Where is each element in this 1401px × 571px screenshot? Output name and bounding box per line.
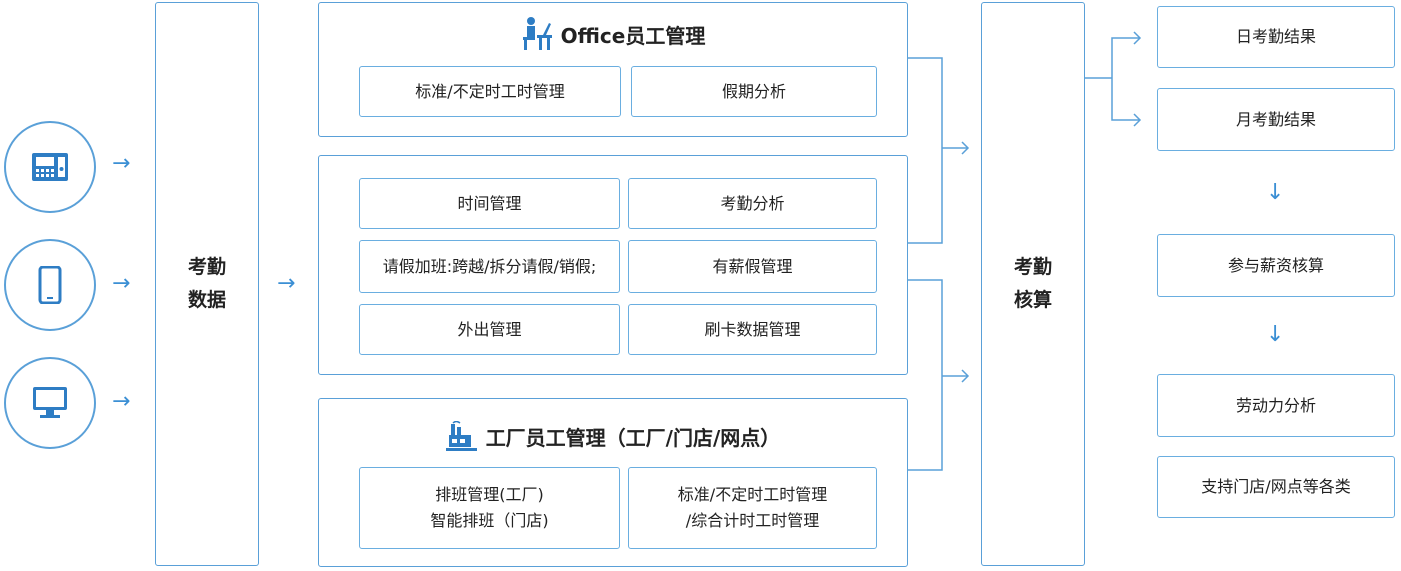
item-paid-leave: 有薪假管理 <box>628 240 877 293</box>
attendance-machine-device <box>4 121 96 213</box>
arrow-down-2: ↓ <box>1266 322 1285 347</box>
office-item-leave-analysis: 假期分析 <box>631 66 877 117</box>
factory-item-scheduling: 排班管理(工厂) 智能排班（门店) <box>359 467 620 549</box>
item-attendance-analysis: 考勤分析 <box>628 178 877 229</box>
factory-title-text: 工厂员工管理（工厂/门店/网点） <box>485 425 781 450</box>
result-daily: 日考勤结果 <box>1157 6 1395 68</box>
desktop-device <box>4 357 96 449</box>
item-card-data: 刷卡数据管理 <box>628 304 877 355</box>
result-stores: 支持门店/网点等各类 <box>1157 456 1395 518</box>
connector-office <box>908 57 943 244</box>
arrow-device-1: → <box>112 151 131 176</box>
desktop-computer-icon <box>33 387 67 418</box>
connector-factory <box>908 279 943 471</box>
attendance-data-label: 考勤 数据 <box>187 255 226 311</box>
result-labor-analysis: 劳动力分析 <box>1157 374 1395 437</box>
item-time-management: 时间管理 <box>359 178 620 229</box>
connector-branch <box>1111 37 1140 121</box>
arrowhead-merge-top <box>961 141 970 155</box>
arrow-device-3: → <box>112 389 131 414</box>
attendance-calc-box <box>981 2 1085 566</box>
attendance-machine-icon <box>32 153 68 181</box>
result-payroll: 参与薪资核算 <box>1157 234 1395 297</box>
factory-icon <box>445 421 477 451</box>
attendance-calc-label: 考勤 核算 <box>1013 255 1052 311</box>
office-worker-icon <box>522 17 552 50</box>
arrow-down-1: ↓ <box>1266 180 1285 205</box>
arrow-to-management: → <box>277 271 296 296</box>
result-monthly: 月考勤结果 <box>1157 88 1395 151</box>
factory-title: 工厂员工管理（工厂/门店/网点） <box>318 416 908 456</box>
arrow-device-2: → <box>112 271 131 296</box>
mobile-phone-icon <box>38 266 62 304</box>
arrowhead-merge-bottom <box>961 369 970 383</box>
arrowhead-day <box>1133 31 1142 45</box>
office-title-text: Office员工管理 <box>560 23 706 48</box>
item-leave-overtime: 请假加班:跨越/拆分请假/销假; <box>359 240 620 293</box>
arrowhead-month <box>1133 113 1142 127</box>
office-item-standard-hours: 标准/不定时工时管理 <box>359 66 621 117</box>
mobile-device <box>4 239 96 331</box>
attendance-data-box <box>155 2 259 566</box>
office-title: Office员工管理 <box>318 14 908 54</box>
item-outing-management: 外出管理 <box>359 304 620 355</box>
factory-item-hours: 标准/不定时工时管理 /综合计时工时管理 <box>628 467 877 549</box>
